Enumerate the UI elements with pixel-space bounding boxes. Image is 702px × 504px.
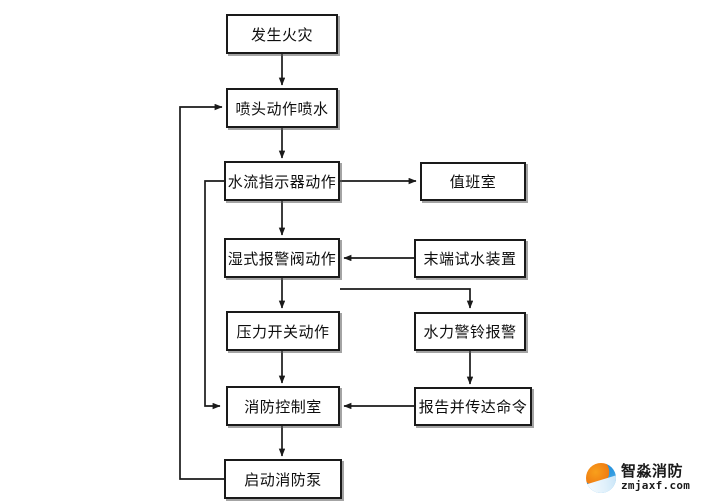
watermark-brand: 智淼消防	[621, 462, 684, 481]
node-duty-room: 值班室	[420, 162, 526, 201]
node-wet-alarm-valve: 湿式报警阀动作	[224, 238, 340, 278]
node-sprinkler-sprays-water: 喷头动作喷水	[226, 88, 338, 128]
node-report-and-convey: 报告并传达命令	[414, 387, 532, 426]
node-water-flow-indicator: 水流指示器动作	[224, 161, 340, 201]
node-start-fire-pump: 启动消防泵	[224, 459, 342, 499]
watermark-text: 智淼消防 zmjaxf.com	[621, 462, 691, 493]
watermark-logo: 智淼消防 zmjaxf.com	[586, 457, 694, 499]
node-water-motor-gong-alarm: 水力警铃报警	[414, 312, 526, 351]
node-fire-control-room: 消防控制室	[226, 386, 340, 426]
zm-circle-logo-icon	[586, 463, 616, 493]
node-end-test-water-device: 末端试水装置	[414, 239, 526, 278]
watermark-url: zmjaxf.com	[621, 479, 691, 493]
node-pressure-switch: 压力开关动作	[226, 311, 340, 351]
node-fire-occurs: 发生火灾	[226, 14, 338, 54]
